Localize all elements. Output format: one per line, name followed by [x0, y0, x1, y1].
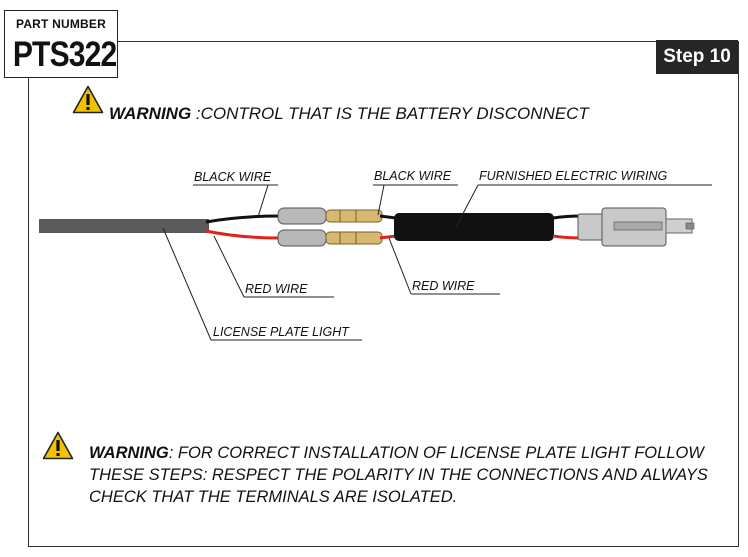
black-wire-left: [205, 214, 281, 224]
step-badge: Step 10: [656, 40, 738, 74]
connector-sleeve-black: [277, 207, 327, 225]
label-red-wire-right: RED WIRE: [412, 279, 475, 293]
label-furnished-wiring: FURNISHED ELECTRIC WIRING: [479, 169, 668, 183]
furnished-wiring-harness: [394, 213, 554, 241]
label-black-wire-left: BLACK WIRE: [194, 170, 272, 184]
bullet-terminal-black: [325, 209, 383, 223]
license-plate-cable: [39, 219, 209, 233]
label-red-wire-left: RED WIRE: [245, 282, 308, 296]
connector-sleeve-red: [277, 229, 327, 247]
warning-installation: WARNING: FOR CORRECT INSTALLATION OF LIC…: [89, 442, 734, 508]
label-license-plate-light: LICENSE PLATE LIGHT: [213, 325, 349, 339]
instruction-frame: [28, 41, 739, 547]
warning-battery-text: :CONTROL THAT IS THE BATTERY DISCONNECT: [191, 104, 589, 123]
plug-connector-rear: [577, 213, 605, 241]
warning-keyword: WARNING: [89, 444, 169, 462]
part-number-label: PART NUMBER: [16, 17, 106, 31]
warning-triangle-icon: [42, 431, 74, 460]
part-number-value: PTS322: [12, 35, 117, 74]
warning-triangle-icon: [72, 85, 104, 114]
label-black-wire-right: BLACK WIRE: [374, 169, 452, 183]
warning-keyword: WARNING: [109, 104, 192, 123]
bullet-terminal-red: [325, 231, 383, 245]
part-number-box: PART NUMBER PTS322: [4, 10, 118, 78]
warning-battery: WARNING :CONTROL THAT IS THE BATTERY DIS…: [109, 104, 589, 124]
red-wire-left: [205, 229, 281, 240]
warning-installation-text: : FOR CORRECT INSTALLATION OF LICENSE PL…: [89, 444, 708, 506]
